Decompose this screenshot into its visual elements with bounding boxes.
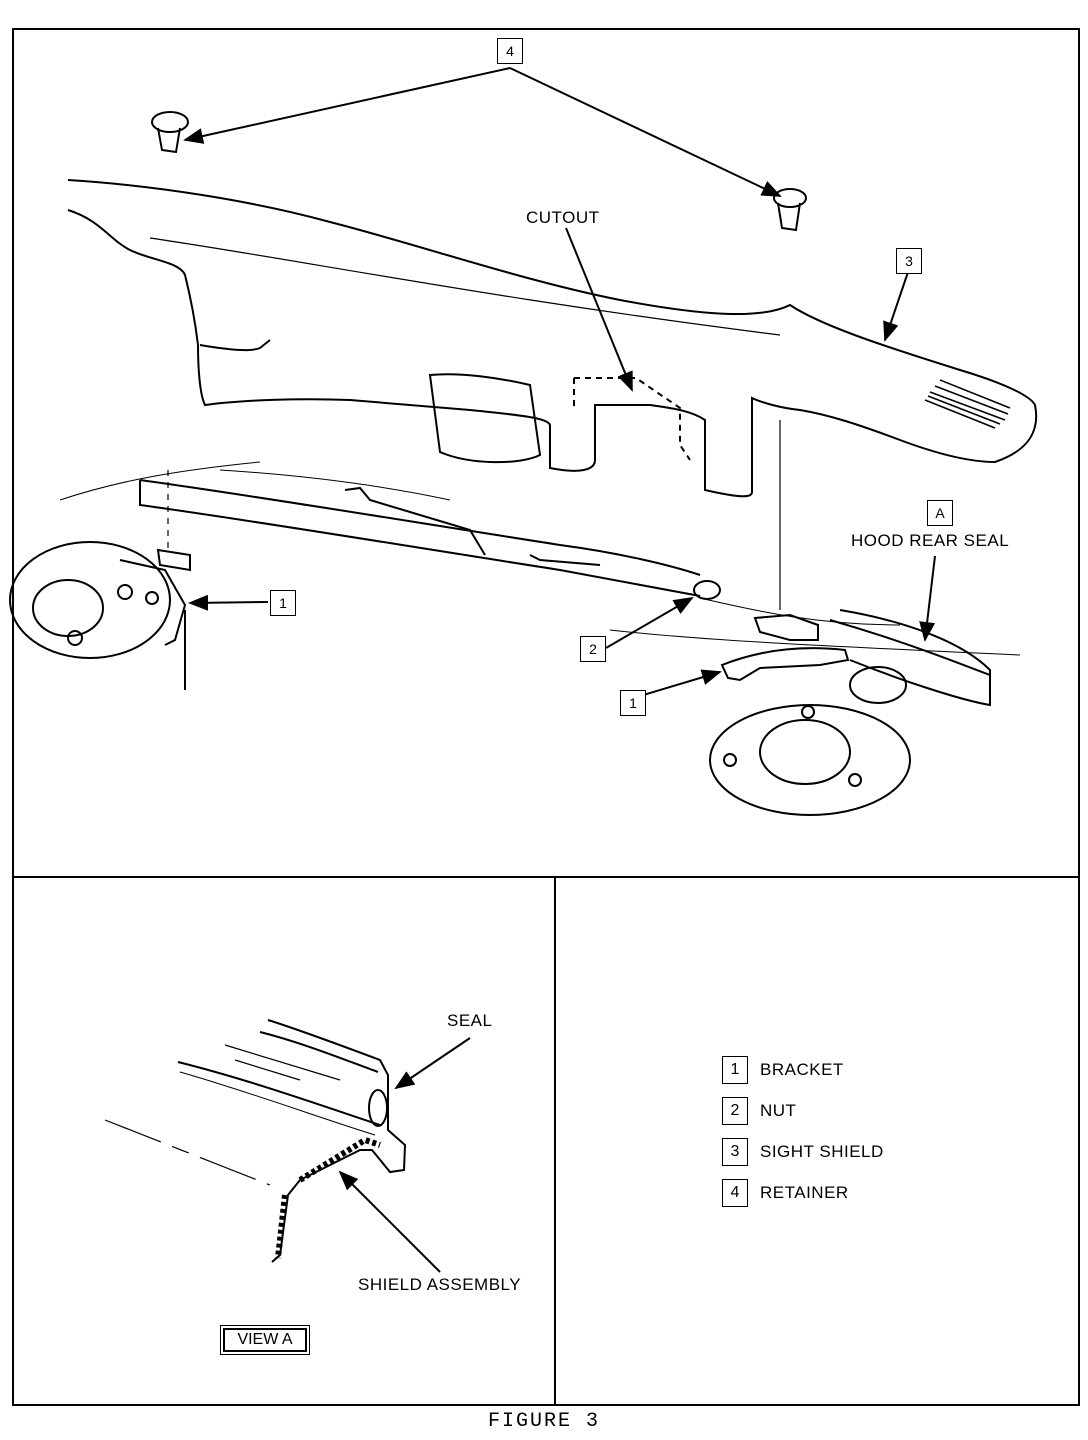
legend-item-bracket: 1 BRACKET [722, 1056, 844, 1084]
legend-panel [554, 876, 1080, 1406]
callout-bracket-right: 1 [620, 690, 646, 716]
legend-number: 4 [722, 1179, 748, 1207]
legend-number: 3 [722, 1138, 748, 1166]
sight-shield-shape [67, 179, 1038, 498]
callout-retainer: 4 [497, 38, 523, 64]
legend-item-sight-shield: 3 SIGHT SHIELD [722, 1138, 884, 1166]
legend-number: 1 [722, 1056, 748, 1084]
callout-view-a-ref: A [927, 500, 953, 526]
cutout-label: CUTOUT [526, 208, 600, 227]
legend-number: 2 [722, 1097, 748, 1125]
callout-sight-shield: 3 [896, 248, 922, 274]
legend-text: BRACKET [760, 1060, 844, 1079]
view-a-tag: VIEW A [220, 1325, 310, 1355]
legend-item-nut: 2 NUT [722, 1097, 796, 1125]
callout-nut: 2 [580, 636, 606, 662]
seal-label: SEAL [447, 1011, 493, 1030]
legend-text: NUT [760, 1101, 797, 1120]
legend-text: SIGHT SHIELD [760, 1142, 884, 1161]
hood-rear-seal-label: HOOD REAR SEAL [851, 531, 1010, 550]
callout-bracket-left: 1 [270, 590, 296, 616]
seal-section [267, 1019, 407, 1263]
shield-assembly-label: SHIELD ASSEMBLY [358, 1275, 522, 1294]
figure-caption: FIGURE 3 [487, 1410, 600, 1433]
legend-item-retainer: 4 RETAINER [722, 1179, 849, 1207]
legend-text: RETAINER [760, 1183, 849, 1202]
